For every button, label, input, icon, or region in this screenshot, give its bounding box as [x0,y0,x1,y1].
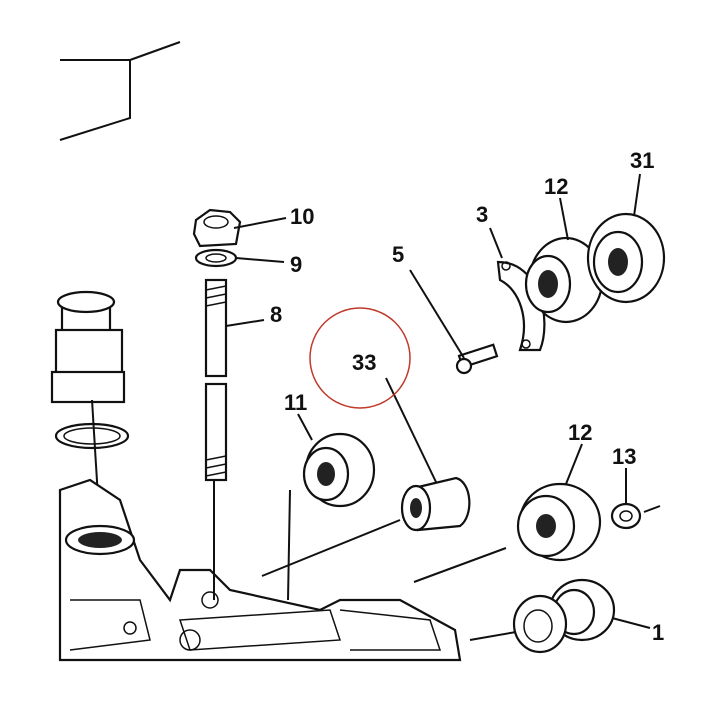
callout-13: 13 [612,444,636,469]
callout-5: 5 [392,242,404,267]
leader-lines [225,173,641,504]
callout-10: 10 [290,204,314,229]
callout-1-partial: 1 [652,620,664,645]
frame-fragment [59,41,181,141]
callout-12-upper: 12 [544,174,568,199]
spacer-33 [261,476,471,577]
upper-bearings [524,212,666,324]
bearing-12-lower [413,482,602,583]
callout-12-lower: 12 [568,420,592,445]
lower-bearing-pair [469,578,651,654]
left-cylinder-assembly [50,290,130,531]
callout-11: 11 [284,390,307,415]
housing-casting [58,478,462,662]
washer-13 [610,502,661,530]
callout-33: 33 [352,350,376,375]
highlight-circle [309,307,411,409]
callout-8: 8 [270,302,282,327]
stud-assembly [192,208,242,600]
callout-9: 9 [290,252,302,277]
callout-labels: 10 9 8 3 5 12 31 33 11 12 13 1 [270,148,664,645]
callout-31: 31 [630,148,654,173]
bearing-11 [287,432,376,601]
callout-3: 3 [476,202,488,227]
